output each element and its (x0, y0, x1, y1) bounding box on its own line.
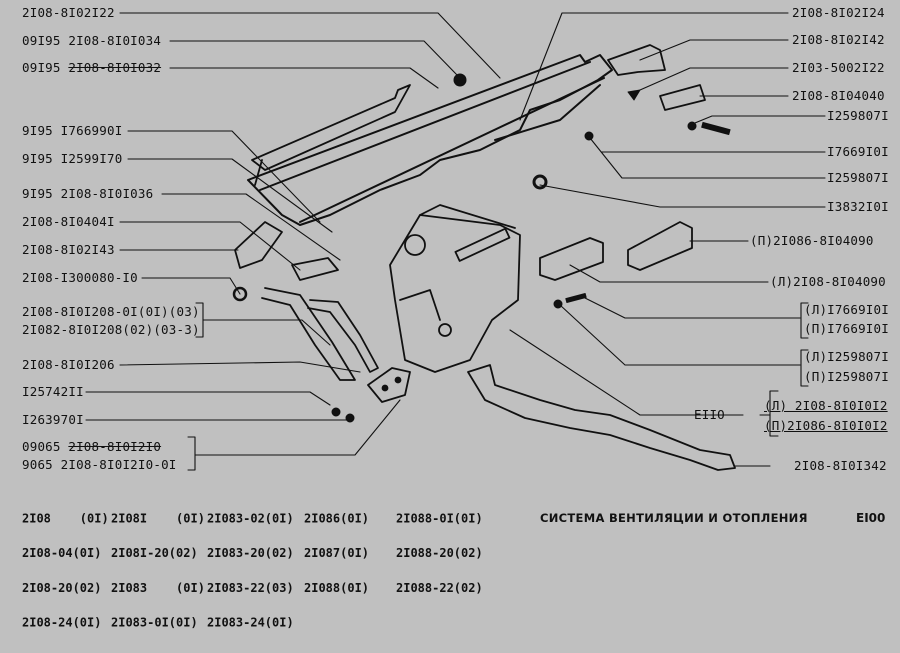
right-label: (П)2I086-8I0I0I2 (764, 418, 888, 433)
left-label-superseded: 09065 2I08-8I0I2I0 (22, 439, 162, 454)
model-code: 2I087(0I) (304, 545, 370, 561)
fasteners (232, 73, 731, 423)
right-brackets (769, 302, 809, 437)
left-label: 2I08-8I0I206 (22, 357, 115, 372)
right-label: 2I08-8I04040 (792, 88, 885, 103)
model-code: 2I083-22(03) (207, 580, 294, 595)
right-label: (П)I259807I (804, 369, 889, 384)
right-label: I259807I (827, 108, 889, 123)
floor-duct (467, 364, 736, 471)
right-label: I3832I0I (827, 199, 889, 214)
left-label: 9065 2I08-8I0I2I0-0I (22, 457, 177, 472)
right-label: (Л)I7669I0I (804, 302, 889, 317)
page-code: EI00 (856, 511, 886, 525)
right-label: I259807I (827, 170, 889, 185)
right-label: (Л)I259807I (804, 349, 889, 364)
left-label: 2I08-I300080-I0 (22, 270, 138, 285)
assembly-code: EIIO (694, 407, 725, 422)
model-code: 2I08 (0I) (22, 511, 109, 526)
right-label: 2I08-8I02I42 (792, 32, 885, 47)
model-code: 2I083-02(0I) (207, 511, 294, 526)
model-code: 2I088-20(02) (396, 545, 483, 561)
left-brackets (187, 302, 204, 471)
right-label: I7669I0I (827, 144, 889, 159)
left-label: 9I95 2I08-8I0I036 (22, 186, 154, 201)
left-label: 9I95 I766990I (22, 123, 123, 138)
model-code: 2I083-24(0I) (207, 614, 294, 630)
left-label: 2I08-8I0I208-0I(0I)(03) (22, 304, 200, 319)
model-code: 2I08-20(02) (22, 580, 102, 595)
right-label: 2I03-5002I22 (792, 60, 885, 75)
diagram-title: СИСТЕМА ВЕНТИЛЯЦИИ И ОТОПЛЕНИЯ (540, 511, 808, 525)
left-label-superseded: 09I95 2I08-8I0I032 (22, 60, 162, 75)
air-vent-grilles (291, 84, 706, 281)
model-code: 2I086(0I) (304, 511, 370, 526)
right-leader-lines (509, 12, 826, 467)
model-code: 2I08-24(0I) (22, 614, 102, 630)
model-code: 2I088(0I) (304, 580, 370, 595)
model-code: 2I088-0I(0I) (396, 511, 483, 526)
left-label: 2I08-8I0404I (22, 214, 115, 229)
model-code: 2I083-20(02) (207, 545, 294, 561)
left-leader-lines (85, 12, 501, 456)
model-code: 2I08I (0I) (111, 511, 205, 526)
right-label: 2I08-8I02I24 (792, 5, 885, 20)
model-code: 2I083 (0I) (111, 580, 205, 595)
heater-hoses (261, 287, 379, 381)
right-label: (П)I7669I0I (804, 321, 889, 336)
left-label: 09I95 2I08-8I0I034 (22, 33, 162, 48)
right-label: 2I08-8I0I342 (794, 458, 887, 473)
model-code: 2I08-04(0I) (22, 545, 102, 561)
gasket-plate (367, 367, 411, 403)
exploded-view-drawing (85, 12, 826, 471)
right-label: (Л) 2I08-8I0I0I2 (764, 398, 888, 413)
parts-diagram: 2I08-8I02I22 09I95 2I08-8I0I034 09I95 2I… (22, 5, 889, 629)
left-label: I263970I (22, 412, 84, 427)
elbow-ducts (234, 44, 666, 269)
right-label: (П)2I086-8I04090 (750, 233, 874, 248)
model-code: 2I083-0I(0I) (111, 614, 198, 630)
heater-housing (389, 204, 521, 373)
left-label: 2I08-8I02I22 (22, 5, 115, 20)
defroster-nozzle (251, 84, 411, 186)
model-code: 2I088-22(02) (396, 580, 483, 595)
left-label: 2I082-8I0I208(02)(03-3) (22, 322, 200, 337)
left-label: 2I08-8I02I43 (22, 242, 115, 257)
model-code: 2I08I-20(02) (111, 545, 198, 561)
right-label: (Л)2I08-8I04090 (770, 274, 886, 289)
left-label: I25742II (22, 384, 84, 399)
dashboard-air-duct (247, 54, 613, 226)
left-label: 9I95 I2599I70 (22, 151, 123, 166)
